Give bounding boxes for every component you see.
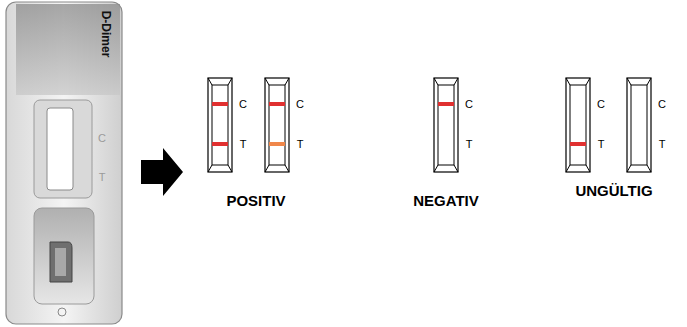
- result-window: [208, 78, 232, 172]
- control-mark: C: [658, 99, 666, 110]
- product-name: D-Dimer: [100, 11, 112, 58]
- control-mark: C: [465, 99, 473, 110]
- result-label: NEGATIV: [413, 193, 479, 208]
- test-mark: T: [99, 172, 106, 183]
- test-mark: T: [297, 139, 304, 150]
- arrow: [141, 148, 183, 196]
- control-mark: C: [597, 99, 605, 110]
- test-cassette: [6, 2, 122, 324]
- result-window: [627, 78, 651, 172]
- result-window: [265, 78, 289, 172]
- test-mark: T: [598, 139, 605, 150]
- control-mark: C: [239, 99, 247, 110]
- result-label: UNGÜLTIG: [575, 183, 652, 198]
- result-label: POSITIV: [226, 193, 285, 208]
- control-mark: C: [98, 133, 106, 144]
- test-mark: T: [466, 139, 473, 150]
- control-mark: C: [296, 99, 304, 110]
- test-mark: T: [659, 139, 666, 150]
- result-window: [566, 78, 590, 172]
- result-window: [434, 78, 458, 172]
- result-windows: [208, 78, 651, 172]
- test-mark: T: [240, 139, 247, 150]
